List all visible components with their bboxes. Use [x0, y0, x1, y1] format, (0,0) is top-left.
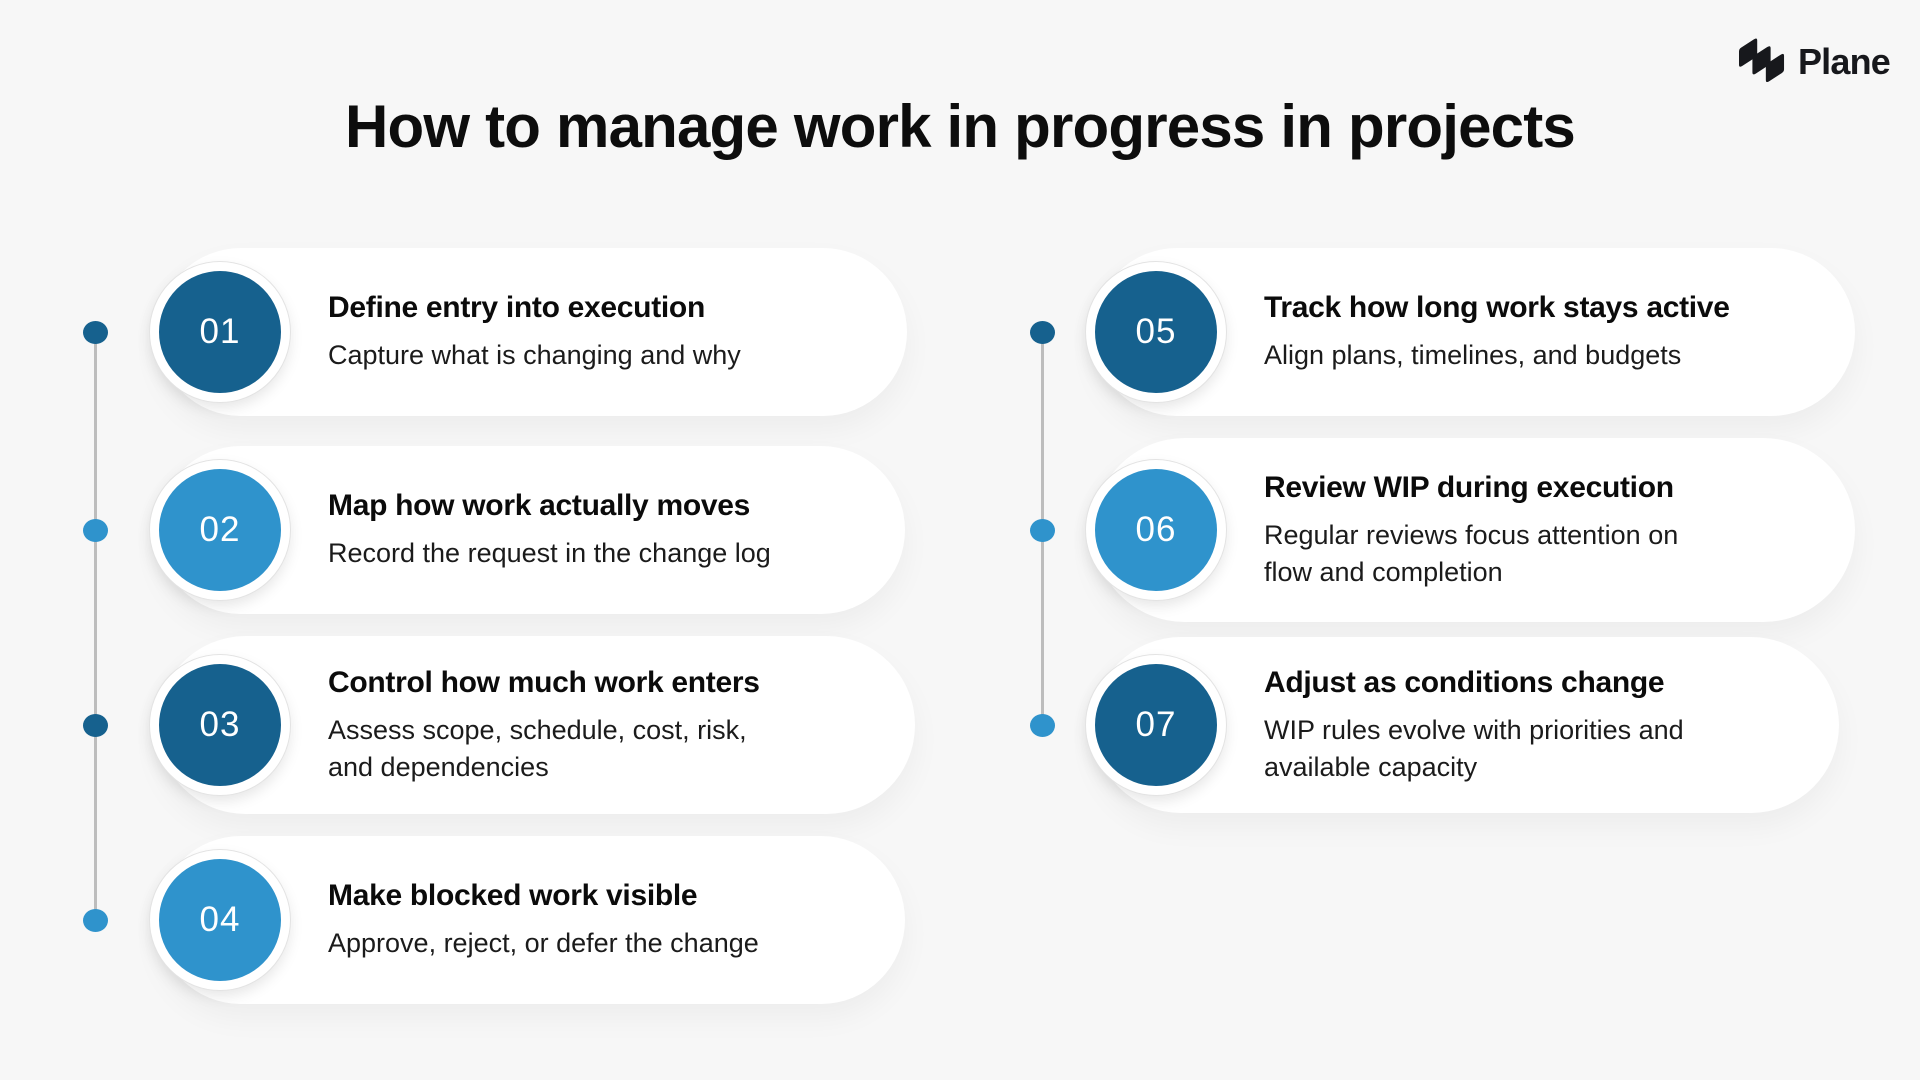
timeline-dot-07	[1030, 714, 1055, 737]
timeline-line-left	[94, 332, 97, 920]
step-title: Control how much work enters	[328, 666, 760, 700]
step-number: 03	[199, 705, 241, 744]
step-number-badge: 01	[150, 262, 290, 402]
step-title: Define entry into execution	[328, 291, 705, 325]
brand-name: Plane	[1797, 40, 1891, 82]
step-subtitle: Regular reviews focus attention on flow …	[1264, 520, 1679, 587]
step-number-badge: 03	[150, 655, 290, 795]
step-subtitle: Align plans, timelines, and budgets	[1264, 340, 1682, 371]
timeline-dot-02	[83, 519, 108, 542]
step-subtitle: Record the request in the change log	[328, 538, 771, 569]
step-subtitle: Capture what is changing and why	[328, 340, 741, 371]
step-number: 04	[199, 900, 241, 939]
timeline-dot-01	[83, 321, 108, 344]
timeline-dot-05	[1030, 321, 1055, 344]
step-card-07: 07 Adjust as conditions change WIP rules…	[1086, 637, 1839, 813]
step-title: Map how work actually moves	[328, 489, 751, 523]
timeline-dot-03	[83, 714, 108, 737]
step-card-01: 01 Define entry into execution Capture w…	[150, 248, 907, 416]
step-card-06: 06 Review WIP during execution Regular r…	[1086, 438, 1855, 622]
step-number: 02	[199, 510, 241, 549]
step-number: 05	[1135, 312, 1177, 351]
timeline-dot-04	[83, 909, 108, 932]
step-card-04: 04 Make blocked work visible Approve, re…	[150, 836, 905, 1004]
step-subtitle: WIP rules evolve with priorities and ava…	[1264, 715, 1684, 782]
step-number: 07	[1135, 705, 1177, 744]
step-title: Adjust as conditions change	[1264, 666, 1665, 700]
step-number: 01	[199, 312, 241, 351]
step-card-02: 02 Map how work actually moves Record th…	[150, 446, 905, 614]
step-number-badge: 05	[1086, 262, 1226, 402]
plane-logo-icon	[1736, 36, 1788, 87]
step-subtitle: Approve, reject, or defer the change	[328, 928, 759, 959]
brand-logo: Plane	[1736, 36, 1891, 87]
step-card-05: 05 Track how long work stays active Alig…	[1086, 248, 1855, 416]
timeline-dot-06	[1030, 519, 1055, 542]
step-title: Review WIP during execution	[1264, 471, 1674, 505]
step-number: 06	[1135, 510, 1177, 549]
step-number-badge: 07	[1086, 655, 1226, 795]
step-card-03: 03 Control how much work enters Assess s…	[150, 636, 915, 814]
page-title: How to manage work in progress in projec…	[345, 93, 1576, 160]
step-number-badge: 06	[1086, 460, 1226, 600]
step-title: Track how long work stays active	[1264, 291, 1730, 325]
step-title: Make blocked work visible	[328, 879, 698, 913]
step-number-badge: 02	[150, 460, 290, 600]
step-number-badge: 04	[150, 850, 290, 990]
step-subtitle: Assess scope, schedule, cost, risk, and …	[328, 715, 747, 782]
